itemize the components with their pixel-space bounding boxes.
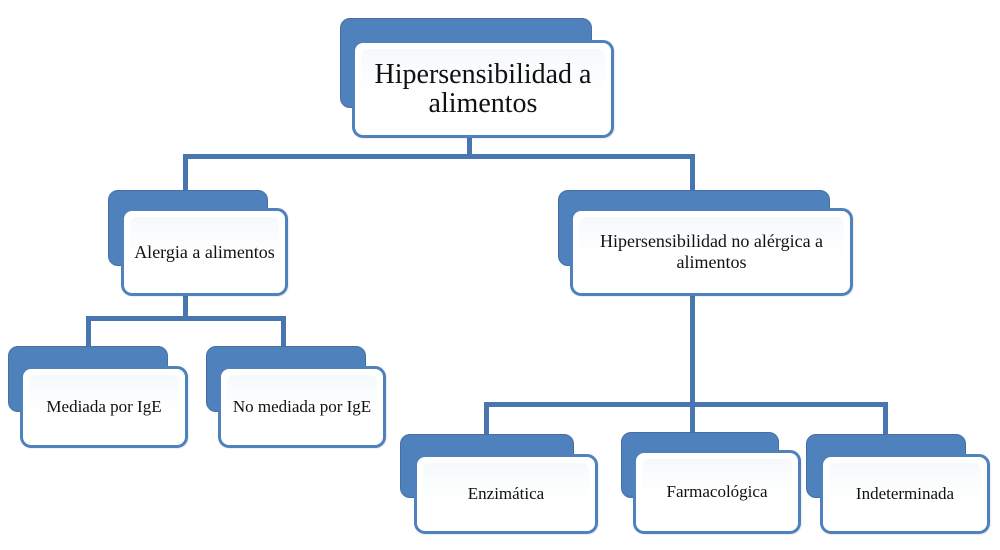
right-child2-drop-connector [690, 402, 695, 434]
left-branch-node-inner [130, 217, 279, 287]
left-child-node: Mediada por IgE [20, 366, 188, 448]
root-stem-connector [467, 138, 472, 156]
left-child2-drop-connector [281, 316, 286, 346]
right-branch-drop-connector [690, 154, 695, 190]
left-child-node-inner [29, 375, 179, 439]
left-child-node-label: No mediada por IgE [232, 397, 372, 417]
left-branch-node: Alergia a alimentos [121, 208, 288, 296]
right-child-node-inner [423, 463, 589, 525]
right-branch-stem-connector [690, 296, 695, 406]
root-node-label: Hipersensibilidad a alimentos [374, 58, 592, 119]
right-child-node-inner [642, 459, 792, 525]
right-branch-node: Hipersensibilidad no alérgica a alimento… [570, 208, 853, 296]
right-child-node-label: Enzimática [467, 484, 545, 504]
right-branch-node-label: Hipersensibilidad no alérgica a alimento… [599, 231, 824, 272]
left-children-horizontal-connector [86, 316, 286, 321]
left-child-node-inner [227, 375, 377, 439]
left-child-node: No mediada por IgE [218, 366, 386, 448]
right-child-node-inner [829, 463, 981, 525]
left-branch-node-label: Alergia a alimentos [134, 241, 275, 262]
right-child1-drop-connector [484, 402, 489, 434]
right-child-node: Farmacológica [633, 450, 801, 534]
right-branch-node-inner [579, 217, 844, 287]
left-branch-drop-connector [183, 154, 188, 190]
right-child3-drop-connector [883, 402, 888, 434]
root-node: Hipersensibilidad a alimentos [352, 40, 614, 138]
right-child-node-label: Farmacológica [666, 482, 768, 502]
left-child1-drop-connector [86, 316, 91, 346]
right-child-node: Indeterminada [820, 454, 990, 534]
level1-horizontal-connector [183, 154, 695, 159]
right-child-node: Enzimática [414, 454, 598, 534]
right-children-horizontal-connector [484, 402, 888, 407]
root-node-inner [361, 49, 605, 129]
right-child-node-label: Indeterminada [855, 484, 955, 504]
left-child-node-label: Mediada por IgE [46, 397, 162, 417]
left-branch-stem-connector [183, 296, 188, 318]
